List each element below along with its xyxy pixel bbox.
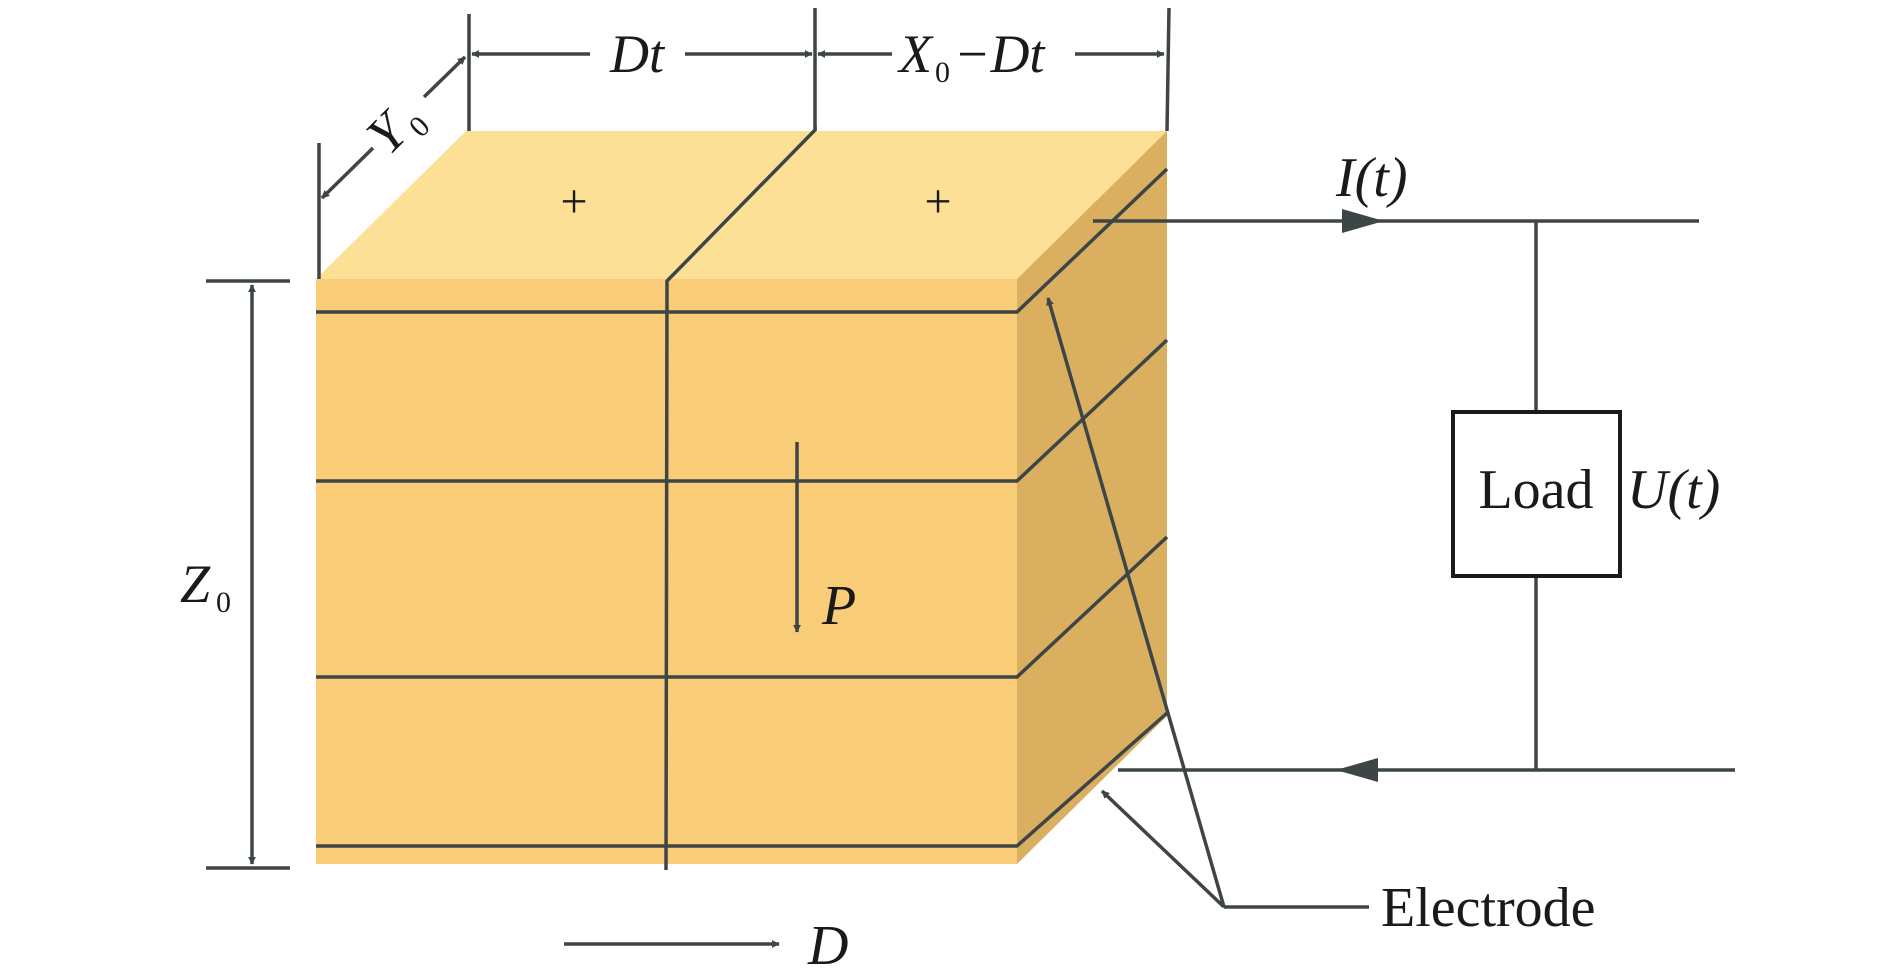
direction-label: D (807, 915, 848, 971)
electrode-line-3 (316, 535, 1169, 679)
dim-z0-main: Z (180, 554, 211, 614)
top-dimension-lines (467, 7, 1171, 132)
y0-arrow-up (422, 55, 467, 99)
dim-x0-main: X (897, 24, 934, 84)
load-box (1451, 410, 1622, 578)
electrode-pointers (1046, 297, 1369, 909)
electrode-label: Electrode (1381, 877, 1596, 939)
electrode-pointer-lower (1100, 789, 1226, 909)
current-arrow-top (1342, 209, 1384, 233)
top-left-plus-sign: + (560, 175, 587, 228)
z0-dimension-lines (206, 279, 290, 870)
current-arrow-bottom (1336, 758, 1378, 782)
voltage-label: U(t) (1627, 459, 1720, 521)
electrode-pointer-upper (1046, 297, 1226, 908)
dim-label-y0: Y 0 (355, 98, 437, 165)
dim-label-x0-minus-dt: X 0 −Dt (897, 24, 1046, 89)
electrode-line-1 (316, 167, 1169, 314)
dim-label-z0: Z 0 (180, 554, 231, 619)
dim-x0-rest: −Dt (954, 24, 1046, 84)
top-right-plus-sign: + (924, 175, 951, 228)
current-label: I(t) (1335, 147, 1408, 209)
ext-line-right (1165, 7, 1171, 132)
dim-label-dt: Dt (609, 24, 666, 84)
electrode-line-4 (316, 711, 1169, 848)
electrode-layers (316, 167, 1169, 848)
dim-x0-sub: 0 (935, 56, 950, 89)
electrode-line-2 (316, 338, 1169, 483)
polarization-label: P (821, 575, 856, 637)
y0-arrow-down (320, 146, 375, 200)
y0-dimension-lines (317, 55, 467, 279)
load-label: Load (1478, 459, 1593, 521)
dim-z0-sub: 0 (216, 586, 231, 619)
circuit-wires (1093, 219, 1735, 772)
